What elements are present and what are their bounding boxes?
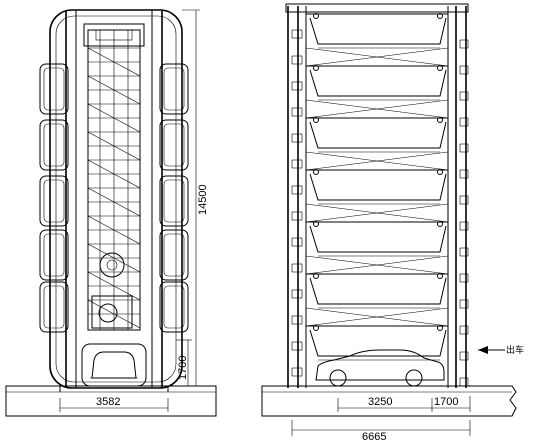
column-bracket xyxy=(459,273,469,283)
side-pallet-7 xyxy=(309,329,447,357)
column-bracket xyxy=(291,133,303,143)
side-pallet-2 xyxy=(309,69,447,97)
side-pallet-5 xyxy=(309,225,447,253)
column-bracket xyxy=(459,221,469,231)
side-brace xyxy=(305,99,449,119)
dim-side-platform: 3250 xyxy=(368,396,392,408)
column-bracket xyxy=(291,341,303,351)
column-bracket xyxy=(459,117,469,127)
side-brace xyxy=(305,151,449,171)
column-bracket xyxy=(291,107,303,117)
column-bracket xyxy=(291,263,303,273)
side-brace xyxy=(305,47,449,67)
side-pallet-levels xyxy=(305,13,449,361)
front-left-pallet-3 xyxy=(39,175,69,227)
column-bracket xyxy=(459,377,469,387)
front-right-pallet-4 xyxy=(159,229,189,281)
column-bracket xyxy=(291,315,303,325)
column-bracket xyxy=(459,299,469,309)
front-left-pallet-2 xyxy=(39,119,69,171)
dim-side-total: 6665 xyxy=(362,431,386,443)
mast-brace xyxy=(87,103,141,133)
side-car-front-wheel xyxy=(329,369,347,387)
mast-brace xyxy=(87,299,141,329)
side-brace xyxy=(305,307,449,327)
side-brace xyxy=(305,255,449,275)
mast-brace xyxy=(87,159,141,189)
mast-brace xyxy=(87,187,141,217)
side-column-brackets xyxy=(291,29,469,387)
front-left-pallet-1 xyxy=(39,63,69,115)
column-bracket xyxy=(291,289,303,299)
column-bracket xyxy=(459,325,469,335)
column-bracket xyxy=(291,55,303,65)
mast-brace xyxy=(87,75,141,105)
exit-arrow-label: 出车 xyxy=(506,344,524,355)
side-brace xyxy=(305,203,449,223)
side-ground-slab xyxy=(261,385,517,417)
front-dimensions: 14500 1700 3582 xyxy=(59,9,209,412)
column-bracket xyxy=(459,39,469,49)
front-left-pallet-5 xyxy=(39,281,69,333)
column-bracket xyxy=(291,29,303,39)
front-car-silhouette xyxy=(91,351,137,379)
dim-height-total: 14500 xyxy=(197,184,209,215)
side-elevation xyxy=(261,3,517,417)
side-car-silhouette xyxy=(315,349,445,381)
front-right-pallet-2 xyxy=(159,119,189,171)
column-bracket xyxy=(459,195,469,205)
exit-arrow: 出车 xyxy=(478,344,524,355)
side-pallet-4 xyxy=(309,173,447,201)
column-bracket xyxy=(459,143,469,153)
column-bracket xyxy=(459,247,469,257)
mast-brace xyxy=(87,243,141,273)
side-car-rear-wheel xyxy=(405,369,423,387)
mast-brace xyxy=(87,215,141,245)
column-bracket xyxy=(291,185,303,195)
column-bracket xyxy=(459,169,469,179)
column-bracket xyxy=(459,351,469,361)
column-bracket xyxy=(291,81,303,91)
front-left-pallet-4 xyxy=(39,229,69,281)
front-right-pallet-1 xyxy=(159,63,189,115)
column-bracket xyxy=(291,211,303,221)
front-drive-gear xyxy=(99,252,125,278)
front-mast-rungs xyxy=(87,47,141,329)
front-entry-pallet xyxy=(81,343,147,387)
side-pallet-3 xyxy=(309,121,447,149)
dim-side-entry: 1700 xyxy=(434,396,458,408)
dim-front-width: 3582 xyxy=(96,396,120,408)
column-bracket xyxy=(291,159,303,169)
column-bracket xyxy=(291,367,303,377)
column-bracket xyxy=(459,91,469,101)
dim-entry-height: 1700 xyxy=(177,356,189,380)
column-bracket xyxy=(459,65,469,75)
side-dimensions: 3250 1700 6665 xyxy=(291,396,471,443)
front-right-pallets xyxy=(159,63,189,333)
side-pallet-1 xyxy=(309,17,447,45)
column-bracket xyxy=(291,237,303,247)
front-carrier-loop xyxy=(49,9,183,389)
front-left-pallets xyxy=(39,63,69,333)
side-pallet-6 xyxy=(309,277,447,305)
mast-brace xyxy=(87,131,141,161)
front-right-pallet-3 xyxy=(159,175,189,227)
mast-brace xyxy=(87,47,141,77)
front-elevation xyxy=(5,9,217,417)
mast-brace xyxy=(87,271,141,301)
front-right-pallet-5 xyxy=(159,281,189,333)
